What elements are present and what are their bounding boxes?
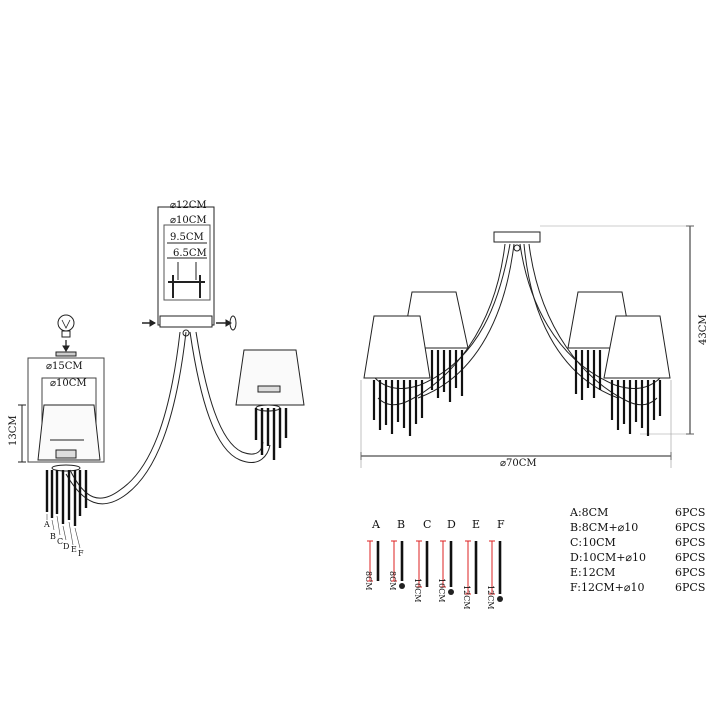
- crystal-size-f: 12CM: [486, 585, 495, 610]
- part-qty-a: 6PCS: [675, 506, 705, 519]
- shade-dim-2: ⌀10CM: [50, 378, 87, 389]
- side-view-labels: ⌀12CM ⌀10CM 9.5CM 6.5CM ⌀15CM ⌀10CM 13CM…: [8, 200, 207, 558]
- side-view: [18, 206, 305, 505]
- crystal-size-d: 10CM: [437, 578, 446, 603]
- crystal-letter-b: B: [397, 518, 405, 531]
- canopy-dim-3: 9.5CM: [170, 232, 204, 243]
- right-crystals: [254, 408, 288, 460]
- crystal-size-e: 12CM: [462, 585, 471, 610]
- shade-front-left: [363, 315, 431, 379]
- part-qty-c: 6PCS: [675, 536, 705, 549]
- crystal-letter-a: A: [371, 518, 381, 531]
- crystal-letter-f: F: [497, 518, 505, 531]
- crystal-letter-d: D: [447, 518, 456, 531]
- shade-height: 13CM: [8, 415, 19, 446]
- left-shade: [37, 404, 101, 461]
- left-arm: [69, 331, 181, 499]
- rotate-arrow-icon: [229, 315, 237, 331]
- shade-dim-1: ⌀15CM: [46, 361, 83, 372]
- crystal-size-b: 8CM: [388, 571, 397, 590]
- crystal-size-c: 10CM: [413, 578, 422, 603]
- canopy-dim-2: ⌀10CM: [170, 215, 207, 226]
- front-canopy: [493, 231, 541, 243]
- crystal-diagrams: A B C D E F 8CM 8CM 10CM 10CM 12CM: [364, 518, 505, 610]
- left-crystals: [45, 470, 88, 526]
- bulb-icon: [55, 314, 77, 357]
- shade-front-right: [603, 315, 671, 379]
- right-shade: [235, 349, 305, 406]
- parts-list: A:8CM 6PCS B:8CM+⌀10 6PCS C:10CM 6PCS D:…: [569, 506, 705, 594]
- part-spec-a: A:8CM: [569, 506, 608, 519]
- front-height-label: 43CM: [698, 314, 709, 345]
- drop-letter-c: C: [57, 537, 63, 546]
- front-view: [360, 225, 694, 468]
- right-arm: [189, 331, 271, 463]
- crystal-size-a: 8CM: [364, 571, 373, 590]
- part-qty-b: 6PCS: [675, 521, 705, 534]
- part-spec-f: F:12CM+⌀10: [570, 581, 644, 594]
- part-spec-d: D:10CM+⌀10: [570, 551, 646, 564]
- part-spec-c: C:10CM: [570, 536, 616, 549]
- front-crystals: [372, 350, 662, 436]
- part-spec-b: B:8CM+⌀10: [570, 521, 638, 534]
- drop-letter-e: E: [71, 545, 77, 554]
- part-qty-f: 6PCS: [675, 581, 705, 594]
- canopy-dim-1: ⌀12CM: [170, 200, 207, 211]
- canopy-plate: [159, 315, 213, 328]
- canopy-dim-4: 6.5CM: [173, 248, 207, 259]
- drop-letter-d: D: [63, 542, 69, 551]
- part-qty-d: 6PCS: [675, 551, 705, 564]
- crystal-letter-c: C: [423, 518, 431, 531]
- front-width-label: ⌀70CM: [500, 458, 537, 469]
- drop-letter-f: F: [78, 549, 84, 558]
- part-qty-e: 6PCS: [675, 566, 705, 579]
- drop-letter-b: B: [50, 532, 56, 541]
- part-spec-e: E:12CM: [570, 566, 615, 579]
- drop-letter-a: A: [43, 520, 50, 529]
- crystal-letter-e: E: [472, 518, 480, 531]
